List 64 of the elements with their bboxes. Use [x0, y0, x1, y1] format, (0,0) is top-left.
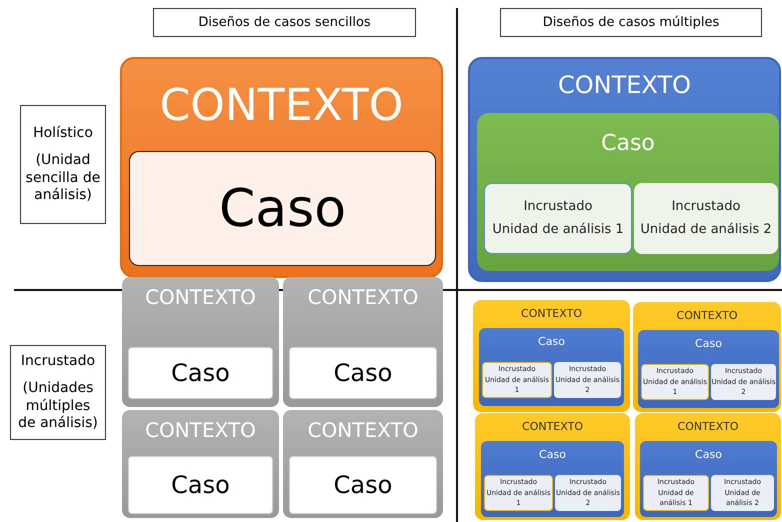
row-label-box: [10, 345, 106, 440]
unit-box: [634, 183, 778, 254]
case-title: Caso: [538, 446, 567, 462]
context-title: CONTEXTO: [144, 417, 257, 444]
context-panel: [635, 413, 781, 520]
context-title: CONTEXTO: [676, 308, 738, 324]
context-panel: [283, 277, 443, 407]
case-panel: [477, 113, 779, 271]
case-box: [128, 347, 273, 399]
row-label-box: [20, 105, 106, 224]
context-title: CONTEXTO: [158, 78, 404, 132]
case-label: Caso: [218, 178, 346, 238]
unit-box: [484, 475, 553, 511]
case-panel: [638, 330, 779, 408]
case-box: [289, 456, 437, 514]
row-label-text: (Unidades múltiples de análisis): [17, 380, 99, 432]
column-heading: Diseños de casos múltiples: [542, 15, 720, 30]
unit-box: [643, 475, 709, 511]
unit-label: Incrustado: [524, 198, 592, 216]
row-label-text: Incrustado: [20, 352, 96, 370]
unit-label: Unidad de análisis 1: [492, 220, 624, 238]
context-panel: [122, 277, 279, 407]
unit-box: [555, 475, 621, 511]
column-heading: Diseños de casos sencillos: [198, 15, 371, 30]
unit-box: [554, 362, 621, 398]
case-panel: [479, 328, 624, 406]
unit-box: [711, 475, 774, 511]
case-title: Caso: [694, 446, 723, 462]
row-label-text: Holístico: [33, 124, 93, 142]
column-header-box: [500, 8, 762, 37]
context-title: CONTEXTO: [520, 306, 583, 322]
context-title: CONTEXTO: [306, 284, 420, 311]
context-panel: [283, 410, 443, 518]
context-panel: [473, 300, 630, 412]
context-panel: [475, 413, 630, 520]
case-panel: [481, 441, 624, 517]
row-label-text: (Unidad sencilla de análisis): [25, 152, 101, 204]
unit-box: [484, 183, 632, 254]
case-label: Caso: [171, 359, 230, 387]
context-title: CONTEXTO: [306, 417, 420, 444]
case-label: Caso: [334, 359, 392, 387]
unit-box: [482, 362, 552, 398]
context-panel: [122, 410, 279, 518]
context-title: CONTEXTO: [557, 70, 692, 101]
unit-label: Incrustado: [672, 198, 740, 216]
case-box: [128, 456, 273, 514]
context-title: CONTEXTO: [521, 418, 584, 434]
case-title: Caso: [600, 130, 656, 158]
case-box: [129, 151, 436, 266]
case-label: Caso: [171, 471, 230, 499]
case-box: [289, 347, 437, 399]
unit-box: [641, 364, 709, 400]
context-panel: [633, 302, 781, 412]
case-title: Caso: [694, 336, 723, 352]
case-panel: [640, 441, 777, 517]
context-panel: [120, 57, 443, 278]
unit-box: [711, 364, 776, 400]
case-title: Caso: [537, 334, 566, 350]
context-title: CONTEXTO: [144, 284, 257, 311]
context-title: CONTEXTO: [676, 418, 740, 434]
context-panel: [468, 57, 781, 282]
column-header-box: [153, 8, 416, 37]
unit-label: Unidad de análisis 2: [640, 220, 772, 238]
case-label: Caso: [334, 471, 392, 499]
